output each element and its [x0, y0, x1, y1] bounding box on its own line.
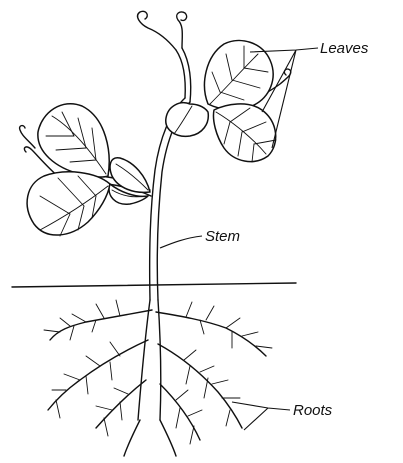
stem-leader [160, 236, 202, 248]
ground-line [12, 283, 296, 287]
leaf-upper-right [205, 41, 274, 110]
leaf-lower-right [213, 104, 276, 162]
leaves-label: Leaves [320, 40, 369, 57]
stem-label: Stem [205, 228, 240, 245]
roots [44, 300, 272, 456]
leaf-small-left [109, 158, 150, 205]
leaf-small-right [166, 103, 209, 137]
leaf-upper-left [38, 104, 109, 177]
leaf-lower-left [27, 172, 110, 236]
roots-label: Roots [293, 402, 333, 419]
